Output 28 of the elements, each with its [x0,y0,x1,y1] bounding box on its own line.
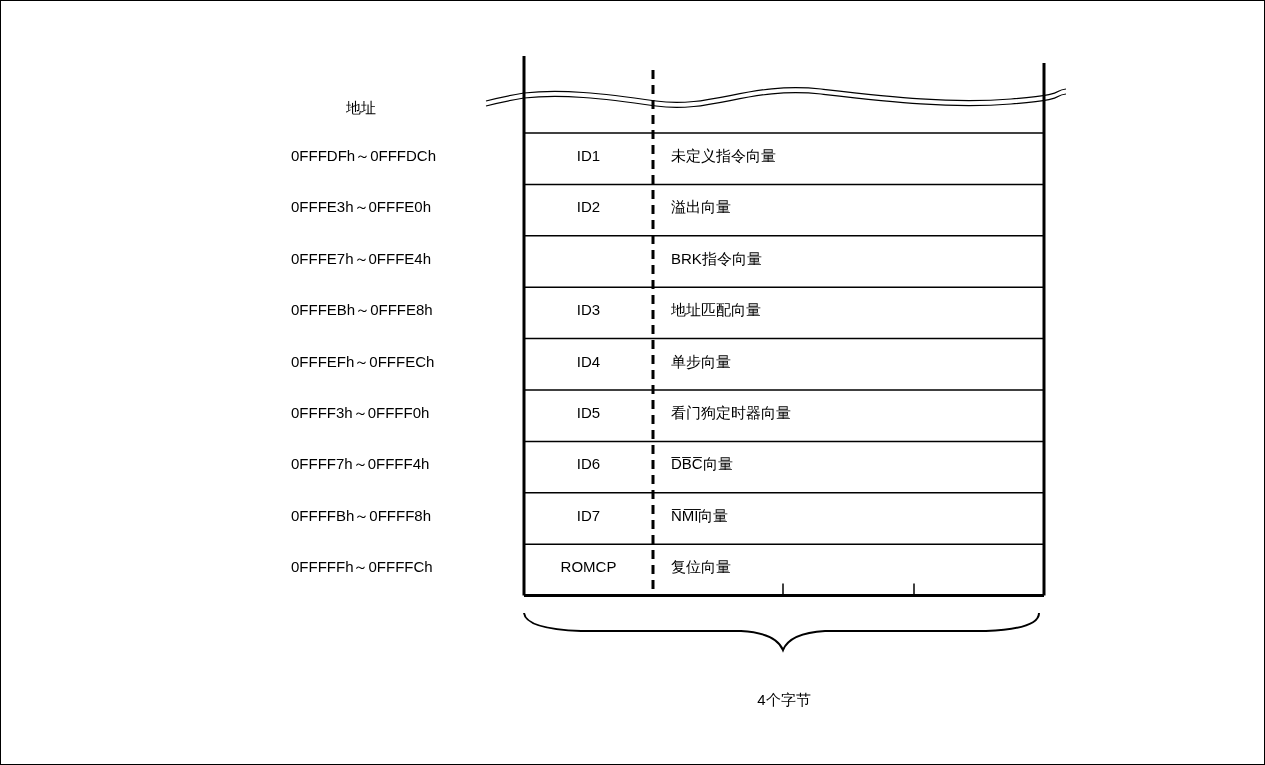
id-code-label: ID1 [575,147,602,165]
address-label: 0FFFEBh～0FFFE8h [291,301,433,320]
address-label: 0FFFF3h～0FFFF0h [291,404,430,422]
vector-name-label: 地址匹配向量 [671,301,761,320]
id-code-label: ID7 [575,506,602,525]
vector-name-label: 溢出向量 [671,198,731,217]
width-label: 4个字节 [756,691,812,709]
address-label: 0FFFF7h～0FFFF4h [291,455,430,474]
vector-name-label: D̅B̅C̅向量 [671,455,733,474]
vector-name-label: 复位向量 [671,558,731,577]
vector-name-label: 单步向量 [671,352,731,371]
id-code-label: ID5 [575,404,602,422]
vector-name-label: 未定义指令向量 [671,147,776,165]
address-label: 0FFFFBh～0FFFF8h [291,506,432,525]
address-label: 0FFFDFh～0FFFDCh [291,147,436,165]
vector-name-label: 看门狗定时器向量 [671,404,791,422]
address-label: 0FFFEFh～0FFFECh [291,352,435,371]
id-code-label: ID2 [575,198,602,217]
id-code-label: ROMCP [559,558,618,577]
id-code-label: ID6 [575,455,602,474]
id-code-label: ID3 [575,301,602,320]
column-header: 地址 [346,99,376,117]
address-label: 0FFFFFh～0FFFFCh [291,558,433,577]
vector-name-label: N̅M̅I̅向量 [671,506,729,525]
address-label: 0FFFE7h～0FFFE4h [291,249,432,268]
id-code-label: ID4 [575,352,602,371]
address-label: 0FFFE3h～0FFFE0h [291,198,432,217]
vector-name-label: BRK指令向量 [671,249,762,268]
